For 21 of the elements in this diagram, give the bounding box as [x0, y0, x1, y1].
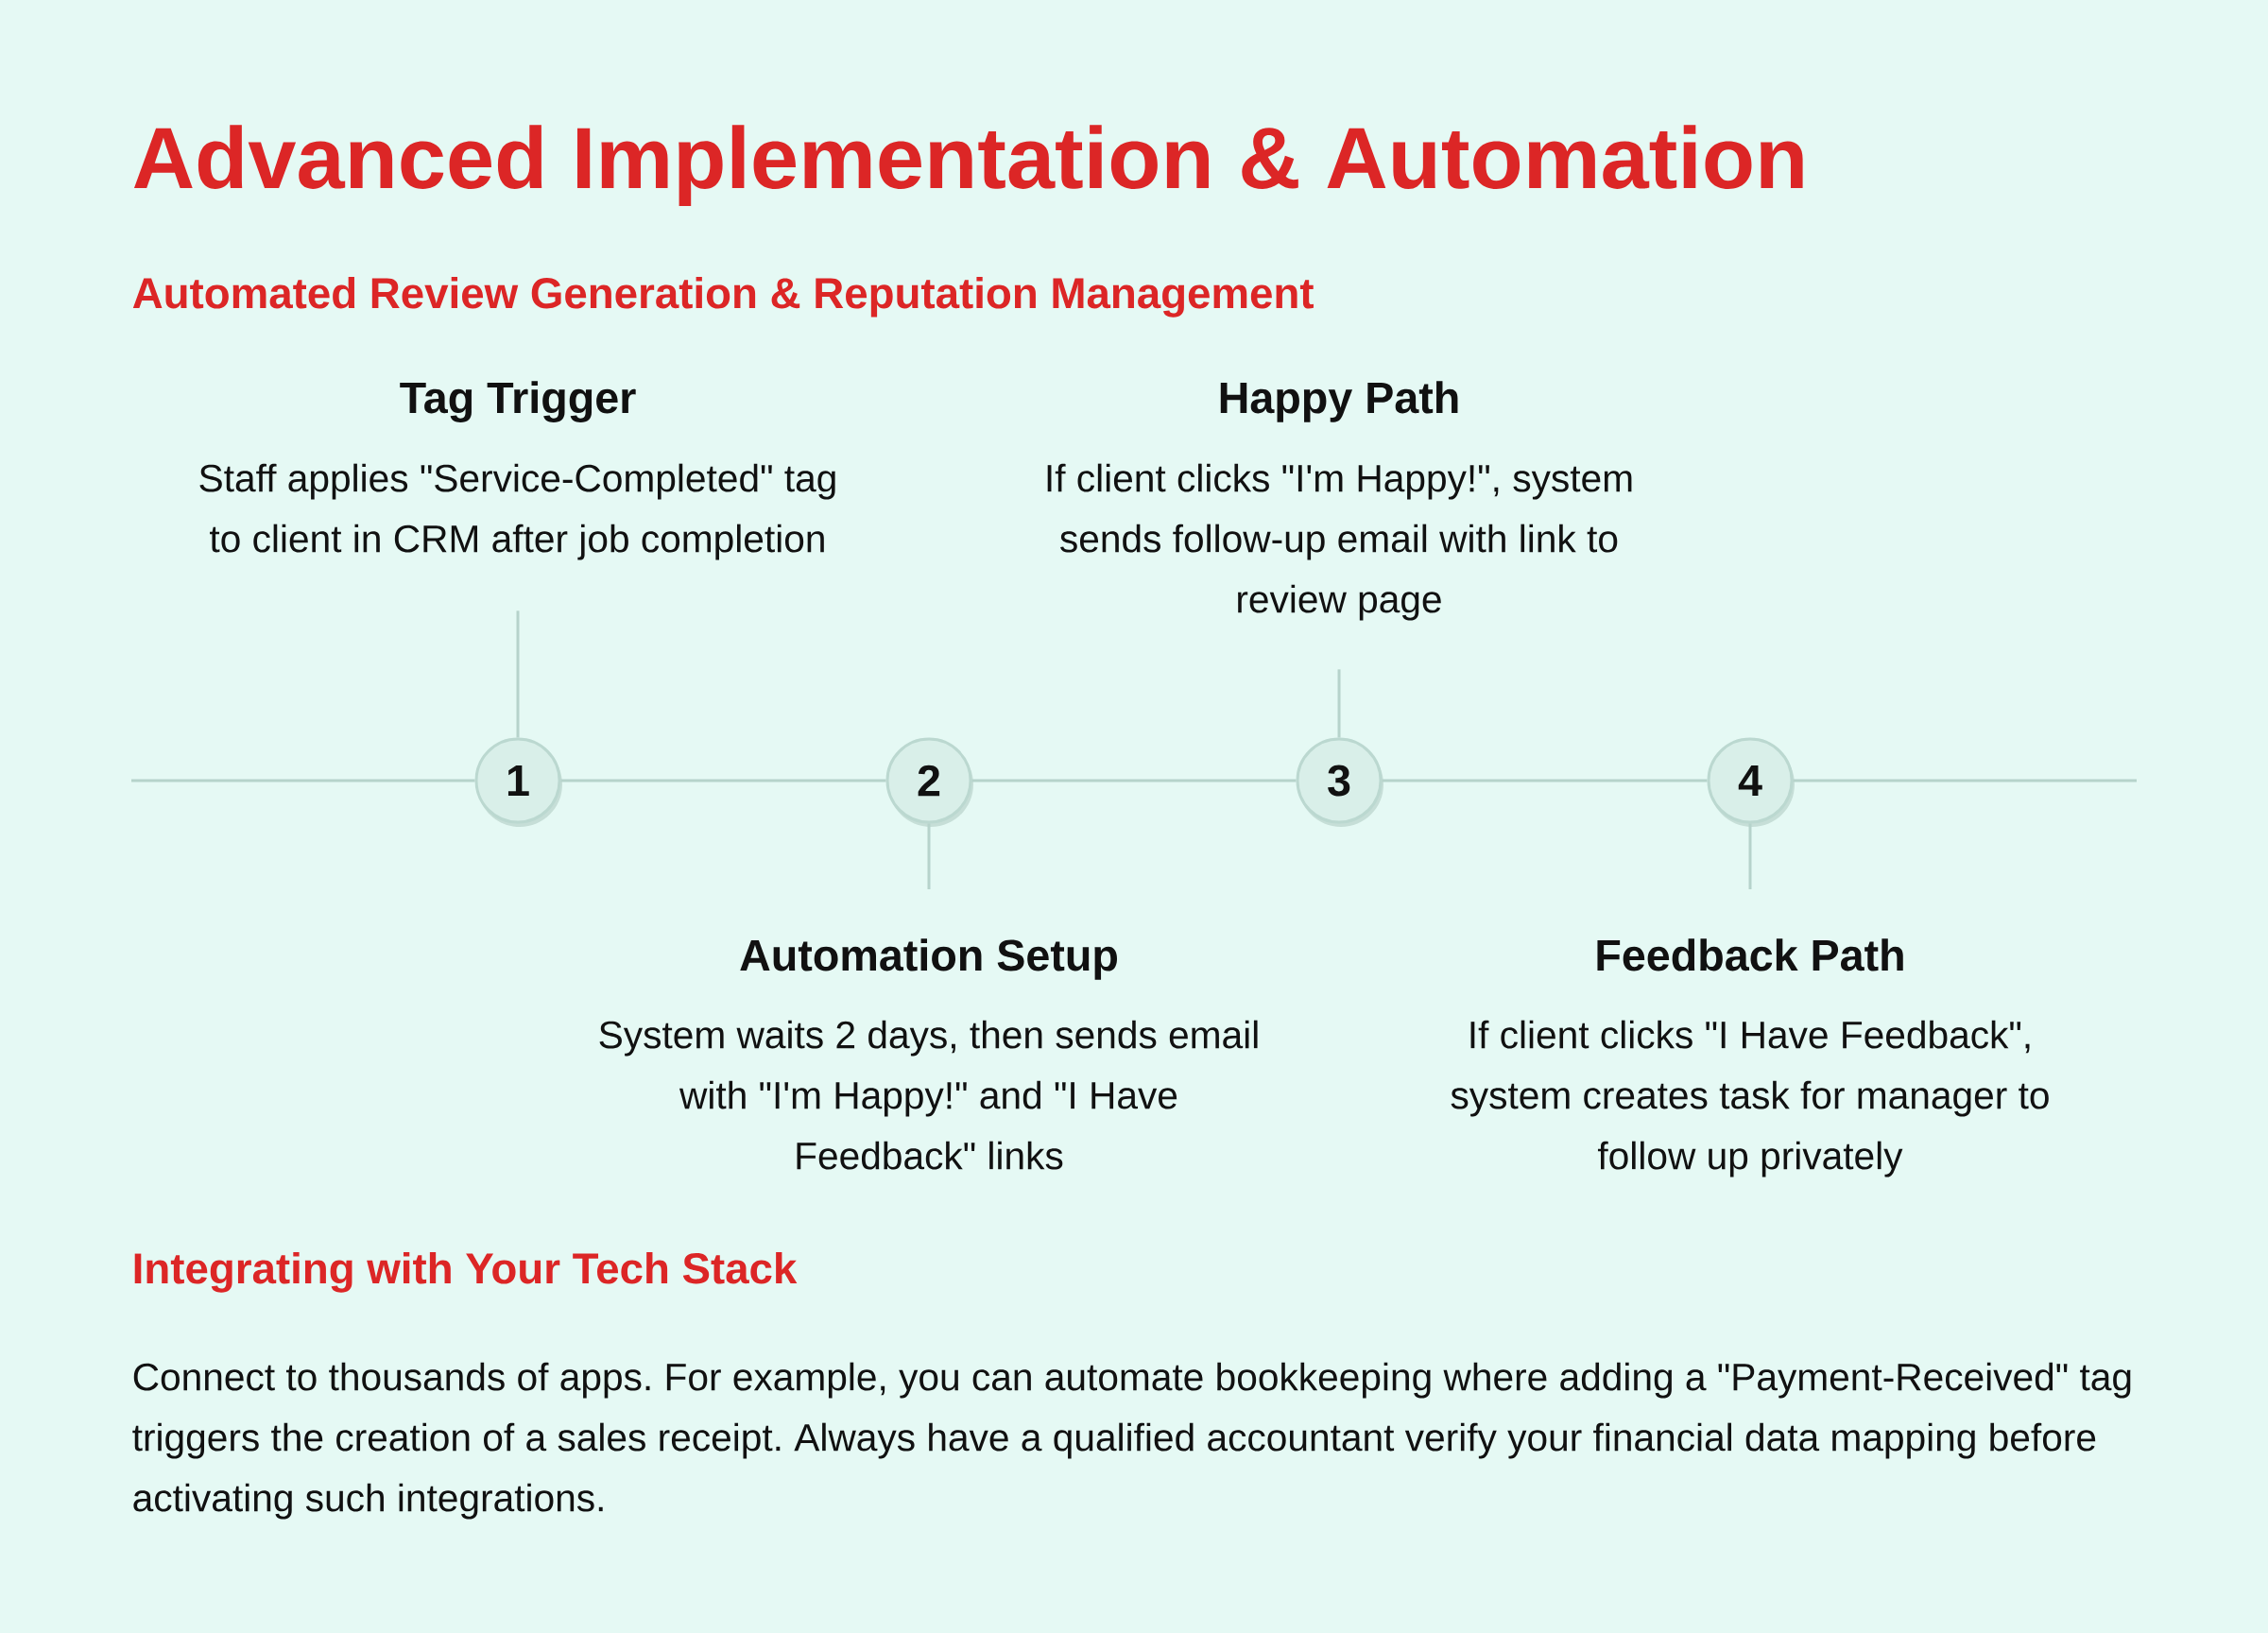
step-description: Staff applies "Service-Completed" tag to client in CRM after job completion: [199, 463, 835, 560]
body-paragraph: Connect to thousands of apps. For example, you can automate bookkeeping where adding a "Payment-Received" tag triggers the creation of a sales receipt. Always have a qualified accountant verify your financial data mapping before activating such integrations.: [132, 1362, 2131, 1520]
connector-line: [516, 610, 520, 738]
timeline-line: [1382, 779, 1708, 782]
connector-line: [927, 823, 931, 889]
section-heading: Integrating with Your Tech Stack: [134, 1251, 798, 1293]
step-title: Automation Setup: [740, 938, 1117, 980]
step-description: If client clicks "I Have Feedback", system creates task for manager to follow up privately: [1451, 1020, 2049, 1177]
section-heading: Automated Review Generation & Reputation Management: [132, 276, 1314, 318]
timeline-line: [1793, 779, 2137, 782]
timeline-line: [971, 779, 1297, 782]
timeline-line: [131, 779, 475, 782]
step-description: System waits 2 days, then sends email with "I'm Happy!" and "I Have Feedback" links: [599, 1020, 1258, 1170]
page-title: Advanced Implementation & Automation: [134, 125, 1803, 207]
connector-line: [1337, 669, 1341, 738]
step-title: Happy Path: [1220, 381, 1458, 422]
step-description: If client clicks "I'm Happy!", system sends follow-up email with link to review page: [1047, 463, 1632, 621]
step-title: Tag Trigger: [400, 381, 636, 422]
timeline-line: [560, 779, 886, 782]
step-title: Feedback Path: [1597, 938, 1903, 971]
connector-line: [1748, 823, 1752, 889]
